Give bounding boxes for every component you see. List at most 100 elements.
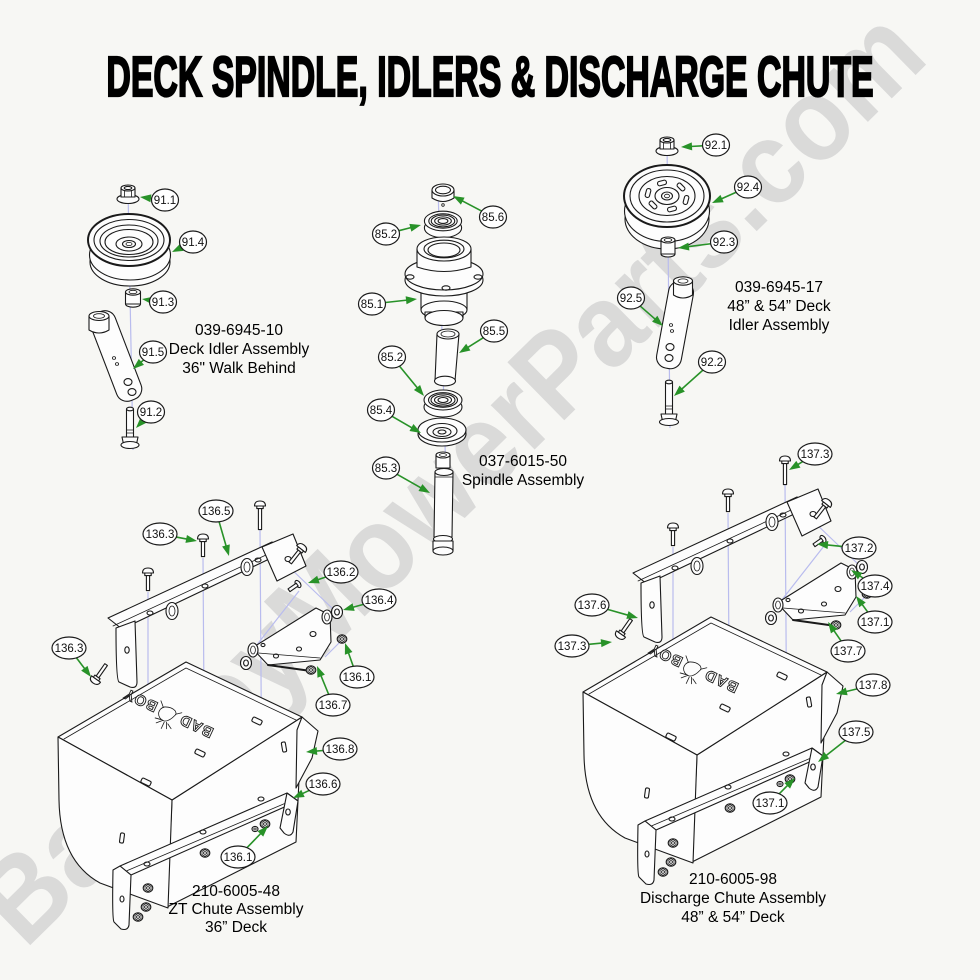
callout-bubble[interactable] — [361, 588, 397, 612]
callout-bubble[interactable] — [339, 665, 375, 689]
callout-bubble[interactable] — [752, 791, 788, 815]
callout-bubble[interactable] — [697, 350, 727, 374]
arrowhead-icon — [453, 196, 465, 205]
callout-bubble[interactable] — [479, 319, 509, 343]
callout-137.3[interactable]: 137.3 — [554, 634, 612, 658]
deck-idler-48-54-drawing — [623, 136, 711, 429]
arrowhead-icon — [418, 484, 430, 493]
callout-bubble[interactable] — [838, 720, 874, 744]
arrowhead-icon — [681, 142, 693, 151]
callout-bubble[interactable] — [797, 442, 833, 466]
callout-bubble[interactable] — [554, 634, 590, 658]
callout-85.6[interactable]: 85.6 — [453, 196, 508, 229]
callout-bubble[interactable] — [857, 610, 893, 634]
leader-line — [588, 642, 604, 646]
callout-bubble[interactable] — [142, 522, 178, 546]
callout-bubble[interactable] — [830, 639, 866, 663]
arrowhead-icon — [652, 315, 663, 326]
callout-136.5[interactable]: 136.5 — [198, 499, 234, 556]
callout-92.2[interactable]: 92.2 — [674, 350, 727, 396]
callout-136.1[interactable]: 136.1 — [220, 826, 268, 869]
arrowhead-icon — [185, 535, 197, 543]
callout-136.2[interactable]: 136.2 — [308, 560, 359, 584]
callout-136.6[interactable]: 136.6 — [293, 772, 341, 798]
callout-137.1[interactable]: 137.1 — [856, 596, 893, 634]
callout-137.3[interactable]: 137.3 — [789, 442, 833, 470]
callout-91.5[interactable]: 91.5 — [133, 340, 168, 369]
callout-ref: 137.3 — [801, 449, 830, 461]
callout-bubble[interactable] — [701, 133, 731, 157]
callout-92.5[interactable]: 92.5 — [616, 286, 664, 326]
callout-bubble[interactable] — [315, 693, 351, 717]
callout-137.8[interactable]: 137.8 — [836, 673, 891, 697]
assembly-label-line: Deck Idler Assembly — [169, 341, 310, 358]
leader-line — [824, 739, 846, 758]
callout-92.1[interactable]: 92.1 — [681, 133, 731, 157]
callout-bubble[interactable] — [305, 772, 341, 796]
callout-85.2[interactable]: 85.2 — [371, 222, 422, 246]
callout-bubble[interactable] — [150, 188, 180, 212]
callout-136.1[interactable]: 136.1 — [339, 643, 375, 689]
assembly-label-line: 039-6945-17 — [735, 279, 823, 296]
callout-bubble[interactable] — [709, 230, 739, 254]
callout-137.5[interactable]: 137.5 — [818, 720, 874, 762]
callout-bubble[interactable] — [198, 499, 234, 523]
callout-ref: 92.3 — [713, 237, 735, 249]
callout-136.3[interactable]: 136.3 — [51, 636, 91, 677]
callout-137.6[interactable]: 137.6 — [574, 593, 638, 619]
callout-ref: 91.3 — [152, 297, 174, 309]
callout-bubble[interactable] — [322, 737, 358, 761]
arrowhead-icon — [851, 570, 863, 580]
callout-137.4[interactable]: 137.4 — [851, 570, 893, 598]
callout-bubble[interactable] — [855, 673, 891, 697]
callout-ref: 91.4 — [182, 237, 205, 249]
callout-bubble[interactable] — [478, 205, 508, 229]
callout-91.3[interactable]: 91.3 — [142, 290, 178, 314]
callout-136.4[interactable]: 136.4 — [343, 588, 397, 612]
callout-bubble[interactable] — [841, 536, 877, 560]
callout-bubble[interactable] — [733, 175, 763, 199]
arrowhead-icon — [789, 460, 801, 470]
callout-bubble[interactable] — [323, 560, 359, 584]
callout-bubble[interactable] — [574, 593, 610, 617]
callout-137.7[interactable]: 137.7 — [828, 622, 866, 663]
assembly-label-line: 48” & 54” Deck — [681, 909, 785, 926]
leader-line — [319, 674, 330, 695]
callout-136.7[interactable]: 136.7 — [315, 666, 351, 717]
callout-137.1[interactable]: 137.1 — [752, 778, 795, 815]
arrowhead-icon — [222, 544, 230, 556]
callout-bubble[interactable] — [148, 290, 178, 314]
callout-85.2[interactable]: 85.2 — [377, 345, 425, 396]
callout-92.4[interactable]: 92.4 — [712, 175, 763, 203]
arrowhead-icon — [626, 611, 638, 619]
leader-line — [778, 783, 790, 795]
callout-ref: 91.1 — [154, 195, 176, 207]
callout-85.4[interactable]: 85.4 — [366, 398, 422, 433]
callout-bubble[interactable] — [371, 222, 401, 246]
callout-bubble[interactable] — [220, 845, 256, 869]
callout-bubble[interactable] — [357, 292, 387, 316]
callout-85.5[interactable]: 85.5 — [459, 319, 509, 353]
callout-85.1[interactable]: 85.1 — [357, 292, 418, 316]
callout-91.2[interactable]: 91.2 — [136, 400, 166, 428]
callout-ref: 92.5 — [620, 293, 642, 305]
callout-ref: 92.2 — [701, 357, 723, 369]
callout-bubble[interactable] — [857, 574, 893, 598]
callout-136.3[interactable]: 136.3 — [142, 522, 197, 546]
callout-91.1[interactable]: 91.1 — [140, 188, 180, 212]
leader-line — [75, 657, 87, 671]
callout-91.4[interactable]: 91.4 — [172, 230, 208, 254]
callout-bubble[interactable] — [136, 400, 166, 424]
callout-bubble[interactable] — [366, 398, 396, 422]
callout-bubble[interactable] — [51, 636, 87, 660]
callout-bubble[interactable] — [138, 340, 168, 364]
callout-bubble[interactable] — [377, 345, 407, 369]
callout-137.2[interactable]: 137.2 — [817, 536, 877, 560]
callout-bubble[interactable] — [371, 456, 401, 480]
callout-85.3[interactable]: 85.3 — [371, 456, 431, 493]
callout-136.8[interactable]: 136.8 — [306, 737, 358, 761]
callout-bubble[interactable] — [616, 286, 646, 310]
callout-92.3[interactable]: 92.3 — [678, 230, 739, 254]
assembly-label-line: ZT Chute Assembly — [169, 901, 304, 918]
callout-bubble[interactable] — [178, 230, 208, 254]
